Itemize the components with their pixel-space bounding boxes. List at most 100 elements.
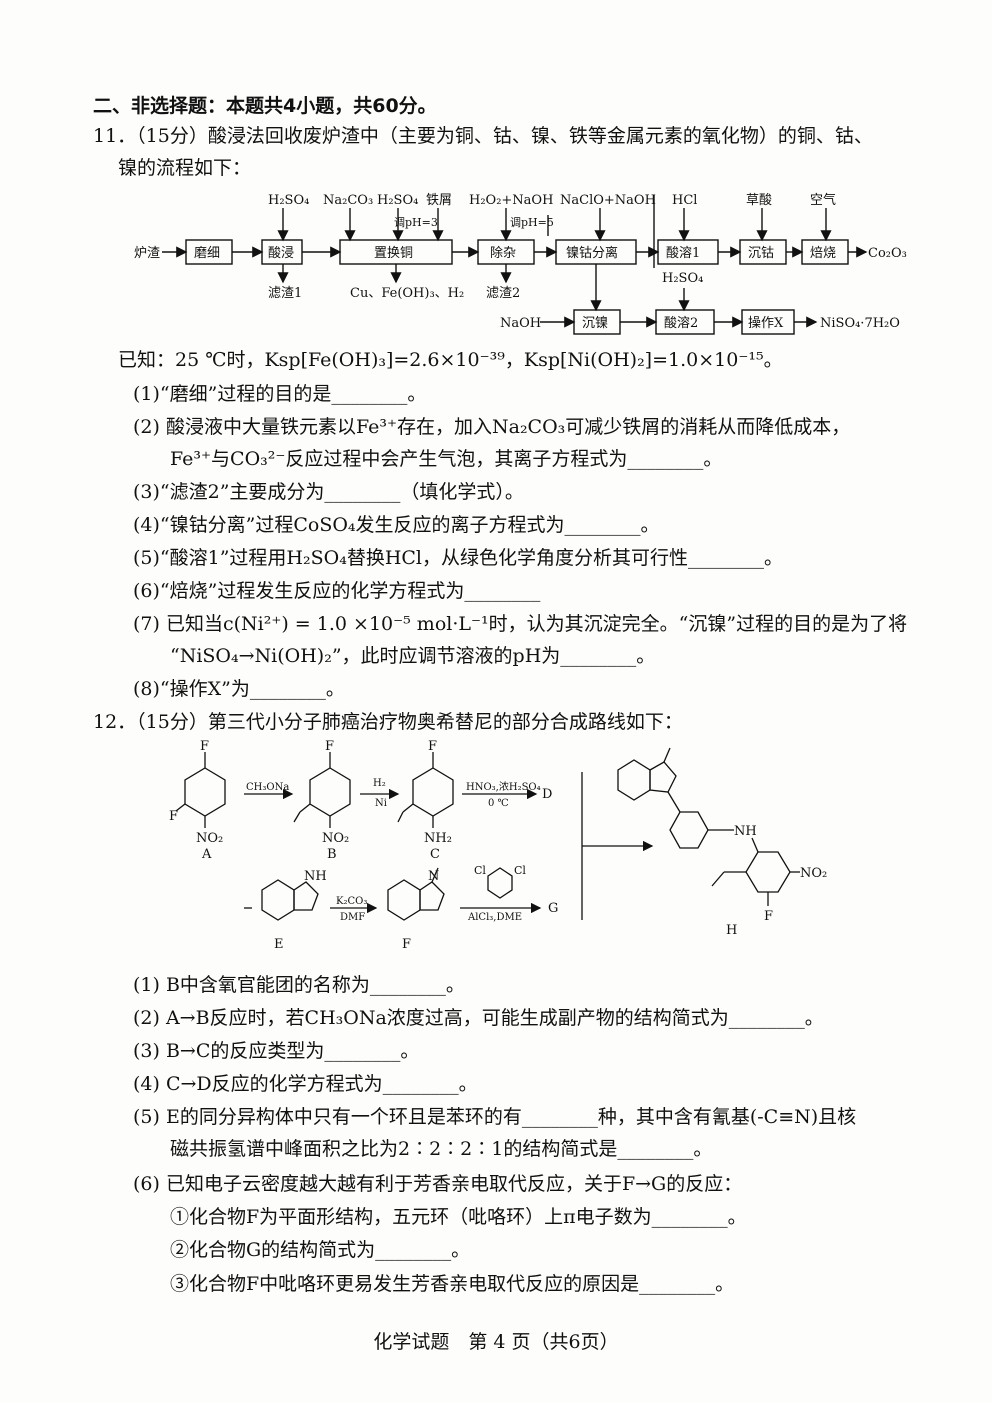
flow-reagent: 草酸 [746, 193, 772, 208]
molecule-a-ring [184, 767, 226, 817]
q11-item-1: (1)“磨细”过程的目的是________。 [133, 383, 427, 405]
q12-item-5: (5) E的同分异构体中只有一个环且是苯环的有________种，其中含有氰基(… [133, 1106, 857, 1128]
molecule-f-pyrrole [419, 881, 445, 911]
q11-item-2-cont: Fe³⁺与CO₃²⁻反应过程中会产生气泡，其离子方程式为________。 [170, 448, 723, 470]
q12-item-6-2: ②化合物G的结构简式为________。 [170, 1239, 471, 1261]
compound-label: B [327, 847, 337, 862]
q12-item-6: (6) 已知电子云密度越大越有利于芳香亲电取代反应，关于F→G的反应： [133, 1173, 743, 1195]
flow-output: Cu、Fe(OH)₃、H₂ [350, 286, 464, 301]
molecule-e-ring [261, 879, 295, 921]
flow-box-label: 酸溶2 [664, 316, 698, 331]
flow-output: NiSO₄·7H₂O [820, 316, 900, 331]
flow-box-label: 置换铜 [374, 246, 413, 261]
flow-reagent: H₂SO₄ [377, 193, 418, 208]
section-title: 二、非选择题：本题共4小题，共60分。 [93, 95, 437, 117]
q11-stem-line2: 镍的流程如下： [118, 157, 252, 179]
q12-synthesis-scheme: F F NO₂ A F NO₂ B F NH₂ C D G E F H NH N… [169, 739, 827, 952]
compound-label: D [542, 787, 552, 802]
flow-reagent: HCl [672, 193, 697, 208]
flow-reagent: 调pH=3 [394, 216, 438, 229]
flow-box-label: 除杂 [490, 246, 516, 261]
atom-label: F [428, 739, 437, 754]
reagent-label: H₂ [373, 778, 386, 789]
q12-item-2: (2) A→B反应时，若CH₃ONa浓度过高，可能生成副产物的结构简式为____… [133, 1007, 824, 1029]
compound-label: E [274, 937, 284, 952]
flow-reagent: 铁屑 [426, 193, 452, 208]
page-footer: 化学试题 第 4 页（共6页） [373, 1331, 619, 1353]
flow-reagent: 调pH=5 [510, 216, 554, 229]
atom-label: N [428, 869, 439, 884]
flow-output: Co₂O₃ [868, 246, 907, 261]
flow-box-label: 沉钴 [748, 246, 774, 261]
flow-box-label: 酸溶1 [666, 246, 700, 261]
q11-item-8: (8)“操作X”为________。 [133, 678, 345, 700]
flow-output: 滤渣2 [486, 286, 520, 301]
q11-flowchart: 炉渣 磨细 酸浸 置换铜 除杂 镍钴分离 酸溶1 沉钴 焙烧 沉镍 酸溶2 操作… [134, 192, 907, 335]
flow-output: 滤渣1 [268, 286, 302, 301]
q12-item-4: (4) C→D反应的化学方程式为________。 [133, 1073, 478, 1095]
reagent-dichloropyrimidine [487, 867, 513, 899]
atom-label: Cl [514, 864, 526, 877]
flow-box-label: 操作X [748, 315, 784, 331]
q11-item-7-cont: “NiSO₄→Ni(OH)₂”，此时应调节溶液的pH为________。 [170, 645, 656, 667]
compound-label: A [201, 847, 212, 862]
q11-known: 已知：25 ℃时，Ksp[Fe(OH)₃]=2.6×10⁻³⁹，Ksp[Ni(O… [118, 349, 783, 371]
molecule-h-aniline-ring [745, 851, 791, 893]
molecule-c-ring [412, 767, 454, 817]
q12-item-6-3: ③化合物F中吡咯环更易发生芳香亲电取代反应的原因是________。 [170, 1273, 735, 1295]
atom-label: F [200, 739, 209, 754]
reagent-label: AlCl₃,DME [467, 912, 522, 923]
reagent-label: K₂CO₃ [336, 896, 367, 907]
q12-stem: 12．（15分）第三代小分子肺癌治疗物奥希替尼的部分合成路线如下： [93, 711, 683, 733]
flow-box-label: 焙烧 [810, 246, 836, 261]
flow-start: 炉渣 [134, 246, 160, 261]
q11-item-3: (3)“滤渣2”主要成分为________（填化学式）。 [133, 481, 524, 503]
compound-label: H [726, 923, 737, 938]
flow-box-label: 磨细 [194, 246, 220, 261]
flow-reagent: H₂O₂+NaOH [469, 193, 553, 208]
atom-label: NO₂ [322, 831, 349, 846]
q12-item-3: (3) B→C的反应类型为________。 [133, 1040, 420, 1062]
reagent-label: DMF [340, 912, 365, 923]
reagent-label: Ni [375, 798, 387, 809]
atom-label: NO₂ [800, 866, 827, 881]
reagent-label: CH₃ONa [246, 782, 289, 793]
reagent-label: HNO₃,浓H₂SO₄ [466, 781, 541, 793]
flow-reagent: NaClO+NaOH [560, 193, 656, 208]
q11-item-7: (7) 已知当c(Ni²⁺) = 1.0 ×10⁻⁵ mol·L⁻¹时，认为其沉… [133, 613, 908, 635]
atom-label: F [169, 809, 178, 824]
atom-label: NH₂ [424, 831, 452, 846]
q12-item-5-cont: 磁共振氢谱中峰面积之比为2∶2∶2∶1的结构简式是________。 [170, 1138, 713, 1160]
reagent-label: 0 ℃ [488, 798, 509, 809]
atom-label: Cl [474, 864, 486, 877]
flow-box-label: 沉镍 [582, 316, 608, 331]
flow-box-label: 酸浸 [268, 246, 294, 261]
molecule-f-ring [387, 879, 421, 921]
q11-item-6: (6)“焙烧”过程发生反应的化学方程式为________ [133, 580, 541, 602]
q11-item-5: (5)“酸溶1”过程用H₂SO₄替换HCl，从绿色化学角度分析其可行性_____… [133, 547, 784, 569]
atom-label: NO₂ [196, 831, 223, 846]
flow-reagent: NaOH [500, 316, 541, 331]
q11-item-4: (4)“镍钴分离”过程CoSO₄发生反应的离子方程式为________。 [133, 514, 660, 536]
compound-label: C [430, 847, 440, 862]
molecule-h-indole-pyrrole [649, 761, 677, 793]
q12-item-1: (1) B中含氧官能团的名称为________。 [133, 974, 465, 996]
atom-label: F [325, 739, 334, 754]
compound-label: F [402, 937, 411, 952]
flow-reagent: H₂SO₄ [662, 271, 703, 286]
atom-label: NH [304, 869, 327, 884]
molecule-b-ring [309, 767, 351, 817]
molecule-h-pyrimidine [669, 811, 709, 849]
flow-box-label: 镍钴分离 [566, 245, 618, 261]
atom-label: NH [734, 824, 757, 839]
flow-reagent: 空气 [810, 192, 836, 208]
atom-label: F [764, 909, 773, 924]
flow-reagent: H₂SO₄ [268, 193, 309, 208]
molecule-e-pyrrole [293, 881, 319, 911]
flow-reagent: Na₂CO₃ [323, 193, 373, 208]
compound-label: G [548, 901, 558, 916]
molecule-h-indole-benzene [617, 759, 651, 801]
q11-stem-line1: 11．（15分）酸浸法回收废炉渣中（主要为铜、钴、镍、铁等金属元素的氧化物）的铜… [93, 125, 873, 147]
q11-item-2: (2) 酸浸液中大量铁元素以Fe³⁺存在，加入Na₂CO₃可减少铁屑的消耗从而降… [133, 416, 851, 438]
